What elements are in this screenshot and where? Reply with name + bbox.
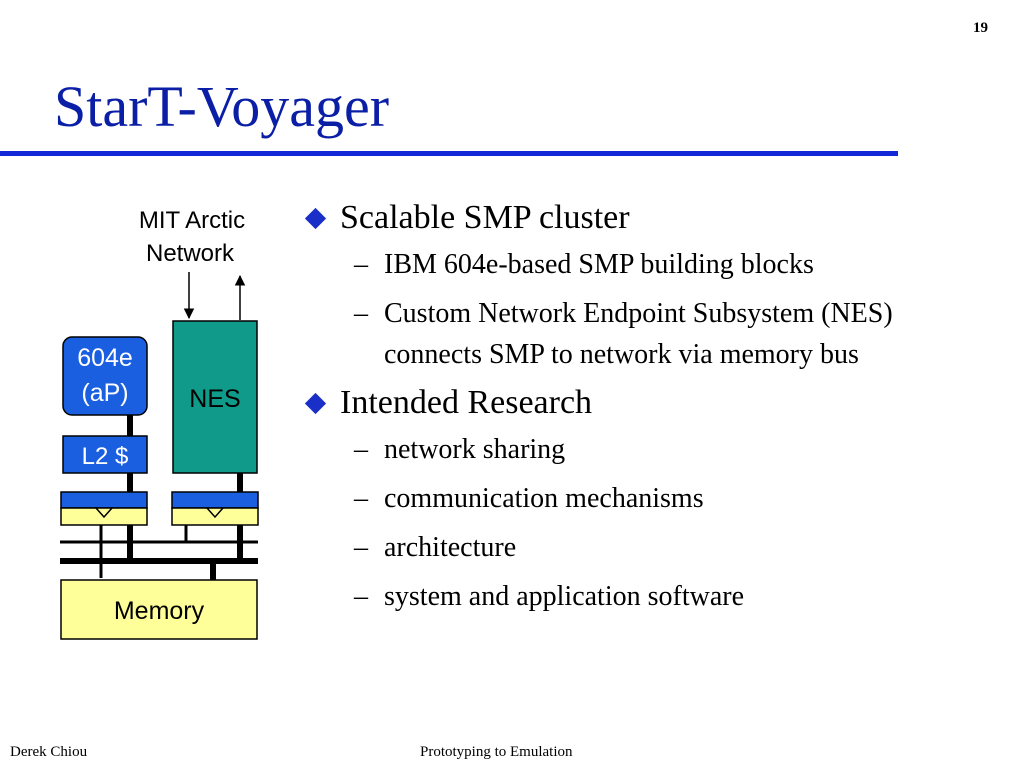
sub-bullet-list: – IBM 604e-based SMP building blocks – C… (340, 244, 944, 375)
sub-bullet-text: IBM 604e-based SMP building blocks (384, 249, 814, 280)
bullet-text: Intended Research (340, 384, 593, 421)
sub-bullet-text: system and application software (384, 581, 745, 612)
sub-bullet-item: – communication mechanisms (340, 478, 944, 519)
smp-node-diagram: MIT Arctic Network NES 604e (aP) L2 $ Me… (60, 207, 259, 640)
dash-bullet-icon: – (354, 298, 368, 329)
diamond-bullet-icon (304, 392, 327, 415)
bullet-item: Intended Research – network sharing – co… (304, 383, 944, 617)
sub-bullet-text: architecture (384, 532, 517, 563)
network-label-line1: MIT Arctic (139, 207, 245, 234)
sub-bullet-text: network sharing (384, 434, 566, 465)
cache-label: L2 $ (82, 443, 129, 470)
title-rule (0, 151, 898, 156)
footer-author: Derek Chiou (10, 744, 88, 760)
sub-bullet-item: – IBM 604e-based SMP building blocks (340, 244, 944, 285)
bullet-text: Scalable SMP cluster (340, 199, 630, 236)
sub-bullet-item: – architecture (340, 527, 944, 568)
dash-bullet-icon: – (354, 483, 368, 514)
processor-label-line2: (aP) (81, 379, 128, 407)
memory-box (60, 579, 258, 640)
sub-bullet-item: – system and application software (340, 576, 944, 617)
bullet-list: Scalable SMP cluster – IBM 604e-based SM… (304, 198, 944, 625)
sub-bullet-text: Custom Network Endpoint Subsystem (NES) … (384, 298, 893, 370)
memory-label: Memory (114, 597, 205, 625)
sub-bullet-item: – network sharing (340, 429, 944, 470)
processor-label-line1: 604e (77, 344, 133, 372)
nes-box (172, 320, 258, 474)
bullet-item: Scalable SMP cluster – IBM 604e-based SM… (304, 198, 944, 375)
dash-bullet-icon: – (354, 581, 368, 612)
slide-title: StarT-Voyager (54, 74, 390, 139)
diamond-bullet-icon (304, 207, 327, 230)
dash-bullet-icon: – (354, 249, 368, 280)
nes-label: NES (189, 385, 240, 413)
network-label-line2: Network (146, 240, 235, 267)
sub-bullet-text: communication mechanisms (384, 483, 704, 514)
nes-bus-interface (171, 491, 259, 526)
page-number: 19 (973, 20, 988, 36)
processor-bus-interface (60, 491, 148, 526)
footer-topic: Prototyping to Emulation (420, 744, 573, 760)
processor-box (62, 336, 148, 416)
dash-bullet-icon: – (354, 434, 368, 465)
sub-bullet-item: – Custom Network Endpoint Subsystem (NES… (340, 293, 944, 375)
cache-box (62, 435, 148, 474)
sub-bullet-list: – network sharing – communication mechan… (340, 429, 944, 617)
dash-bullet-icon: – (354, 532, 368, 563)
